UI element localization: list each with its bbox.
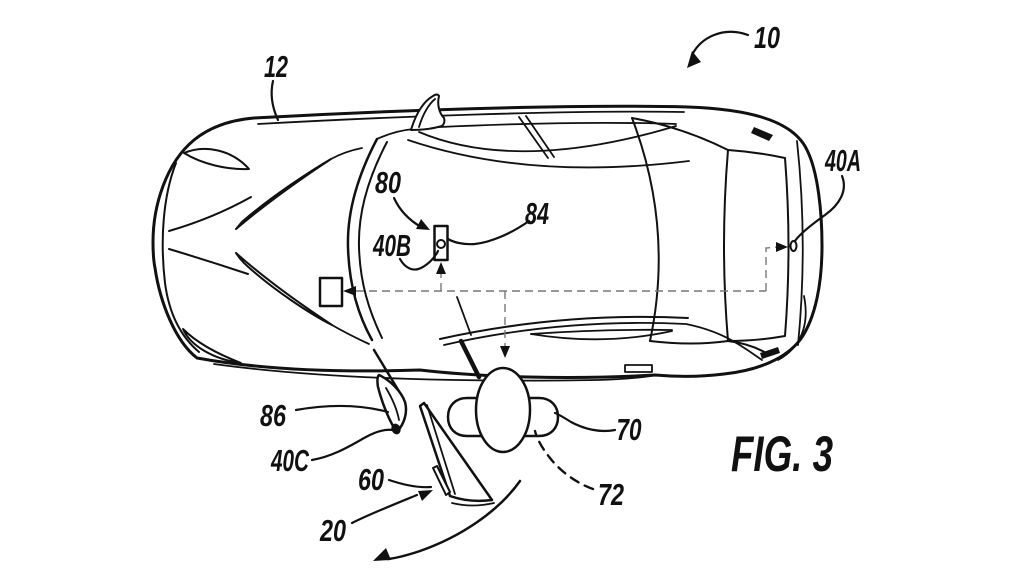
car-outline: [151, 104, 824, 379]
door-sensor-60: [432, 465, 451, 496]
leader-60: [387, 478, 433, 489]
b-pillar-bottom-thin: [456, 296, 472, 336]
roof-edge-top: [407, 139, 690, 169]
door-panel: [418, 401, 494, 503]
leader-70: [553, 411, 617, 433]
dashed-links: [343, 242, 788, 358]
sensor-40A-dot: [789, 240, 798, 252]
car-body: [151, 93, 824, 382]
headlight-left: [183, 147, 250, 171]
leader-40B: [398, 249, 440, 271]
arrowhead-door-swing-icon: [373, 548, 391, 561]
leader-84: [446, 219, 531, 246]
roof-rail-top: [257, 110, 685, 125]
label-12: 12: [264, 49, 288, 84]
arrowhead-left-icon: [343, 286, 356, 296]
reference-labels: 12 10 40A 80 84 40B 86 40C 60 20 70 72 F…: [260, 20, 861, 548]
quarter-panel-line: [443, 322, 763, 361]
arrowhead-down-icon: [500, 346, 510, 358]
door-mirror-86: [376, 373, 408, 434]
door-bottom-edge: [451, 502, 495, 507]
front-fascia-seam: [161, 162, 200, 353]
leader-40C: [310, 428, 395, 462]
rear-window-arc: [631, 117, 660, 342]
arrowhead-right-icon: [776, 242, 788, 252]
b-pillar-bottom-bold: [458, 338, 482, 380]
label-20: 20: [319, 513, 346, 548]
mirror-sensor-40C: [391, 423, 401, 435]
rear-bumper-seam: [796, 140, 804, 346]
leader-10: [690, 30, 750, 57]
leader-40A: [793, 174, 845, 243]
label-40B: 40B: [372, 228, 411, 263]
label-84: 84: [525, 196, 549, 231]
hood-crease-upper: [168, 196, 252, 232]
label-70: 70: [617, 412, 642, 447]
hood-swoosh-upper: [235, 158, 332, 230]
hood-crease-lower: [168, 248, 249, 275]
door-panel-inner-line: [426, 404, 456, 495]
label-10: 10: [754, 20, 780, 55]
arrowhead-80-icon: [416, 219, 430, 230]
far-side-mirror-inner: [418, 98, 436, 128]
door-swing-arrow: [386, 479, 522, 561]
side-glass-top-upper: [418, 121, 677, 129]
windshield-inner: [357, 141, 388, 339]
person-head: [474, 366, 532, 454]
arrowhead-20-icon: [418, 490, 433, 501]
label-60: 60: [358, 462, 384, 497]
dashed-link-40A: [765, 246, 778, 291]
headlight-right: [182, 328, 242, 364]
leader-12: [270, 79, 280, 122]
taillight-right: [760, 347, 780, 359]
quarter-glass-upper: [530, 328, 673, 335]
c-pillar-top: [631, 117, 729, 151]
windshield-outer: [346, 137, 379, 342]
person: [446, 366, 560, 454]
b-pillar-top: [518, 115, 555, 159]
open-door: [372, 348, 495, 507]
cowl-line: [376, 128, 415, 140]
leader-lines: [270, 30, 845, 561]
arrowhead-up-icon: [436, 262, 446, 274]
rocker-trim: [624, 364, 653, 373]
hood-swoosh-upper-tail: [330, 147, 363, 160]
rear-bumper-corner: [777, 295, 807, 361]
taillight-left: [751, 127, 773, 141]
sensor-84-detail: [436, 239, 446, 249]
arrowhead-10-icon: [687, 51, 701, 68]
leader-80: [392, 196, 423, 229]
hood-swoosh-lower-tail: [331, 324, 370, 345]
sensors: [318, 224, 798, 308]
door-mirror-inner-line: [385, 387, 400, 421]
leader-86: [294, 404, 390, 414]
label-72: 72: [598, 477, 624, 512]
label-80: 80: [375, 165, 401, 200]
label-40A: 40A: [824, 143, 861, 178]
quarter-glass-lower: [530, 330, 673, 341]
hood-swoosh-lower: [235, 252, 333, 326]
leader-20: [350, 493, 419, 525]
sensor-box-left: [318, 276, 344, 308]
far-side-mirror: [410, 93, 446, 131]
label-86: 86: [260, 398, 287, 433]
trunk-lid: [723, 149, 790, 342]
label-40C: 40C: [270, 443, 309, 478]
figure-caption: FIG. 3: [731, 426, 833, 482]
leader-72-dashed: [533, 429, 595, 491]
